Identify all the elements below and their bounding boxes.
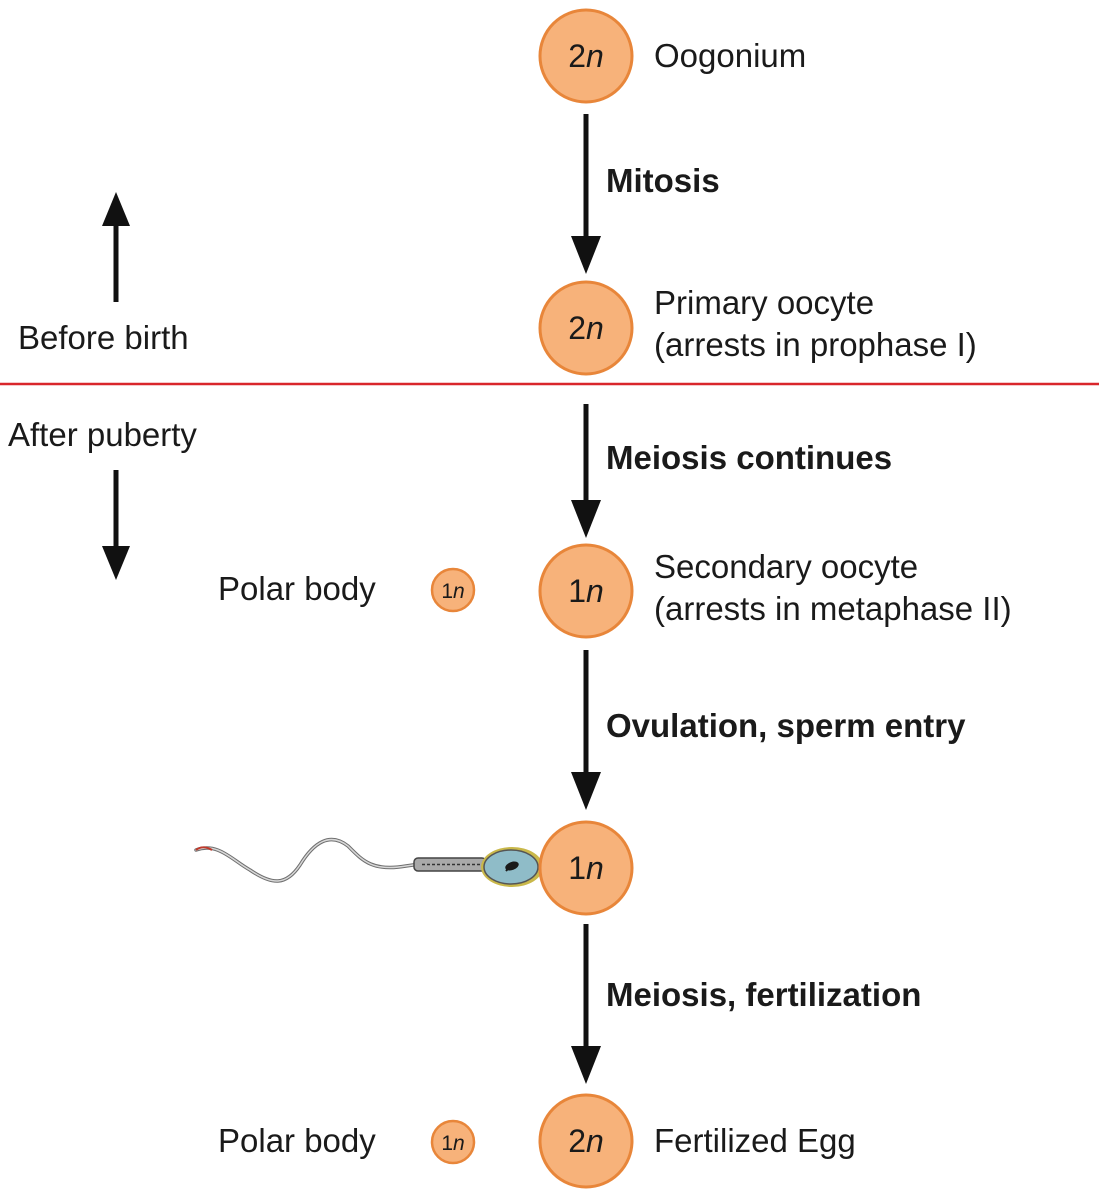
svg-text:2n: 2n [568,1123,604,1159]
polar-body-number: 1 [441,580,453,603]
secondary-oocyte-label: Secondary oocyte (arrests in metaphase I… [654,548,1012,627]
ovulation-arrow [571,650,601,810]
polar-body-letter: n [453,1132,465,1155]
polar-body-letter: n [453,580,465,603]
cell-primary-oocyte: 2n [538,280,634,376]
primary-oocyte-label: Primary oocyte (arrests in prophase I) [654,284,977,363]
after-puberty-label: After puberty [8,416,197,453]
before-birth-arrow [102,192,130,302]
cell-fertilized-egg: 2n [538,1093,634,1189]
step-ovulation-label: Ovulation, sperm entry [606,707,966,744]
step-fertilization-label: Meiosis, fertilization [606,976,921,1013]
oogonium-label: Oogonium [654,37,806,74]
after-puberty-arrow [102,470,130,580]
fertilization-arrow [571,924,601,1084]
cell-letter: n [586,38,604,74]
meiosis-continues-arrow [571,404,601,538]
fertilized-egg-label: Fertilized Egg [654,1122,856,1159]
polar-body-label: Polar body [218,1122,376,1159]
cell-number: 2 [568,310,586,346]
cell-number: 2 [568,1123,586,1159]
polar-body-label: Polar body [218,570,376,607]
cell-letter: n [586,573,604,609]
polar-body-number: 1 [441,1132,453,1155]
cell-letter: n [586,310,604,346]
svg-text:1n: 1n [441,580,464,603]
svg-text:1n: 1n [568,573,604,609]
cell-letter: n [586,1123,604,1159]
svg-text:1n: 1n [568,850,604,886]
mitosis-arrow [571,114,601,274]
svg-text:1n: 1n [441,1132,464,1155]
cell-number: 2 [568,38,586,74]
cell-oogonium: 2n [538,8,634,104]
svg-text:2n: 2n [568,38,604,74]
before-birth-label: Before birth [18,319,189,356]
cell-secondary-oocyte: 1n [538,543,634,639]
polar-body-2: Polar body 1n [218,1119,476,1165]
sperm-icon [194,837,543,887]
svg-text:2n: 2n [568,310,604,346]
step-meiosis-continues-label: Meiosis continues [606,439,892,476]
cell-number: 1 [568,573,586,609]
step-mitosis-label: Mitosis [606,162,720,199]
cell-number: 1 [568,850,586,886]
polar-body-1: Polar body 1n [218,567,476,613]
cell-ovulated-oocyte: 1n [538,820,634,916]
cell-letter: n [586,850,604,886]
